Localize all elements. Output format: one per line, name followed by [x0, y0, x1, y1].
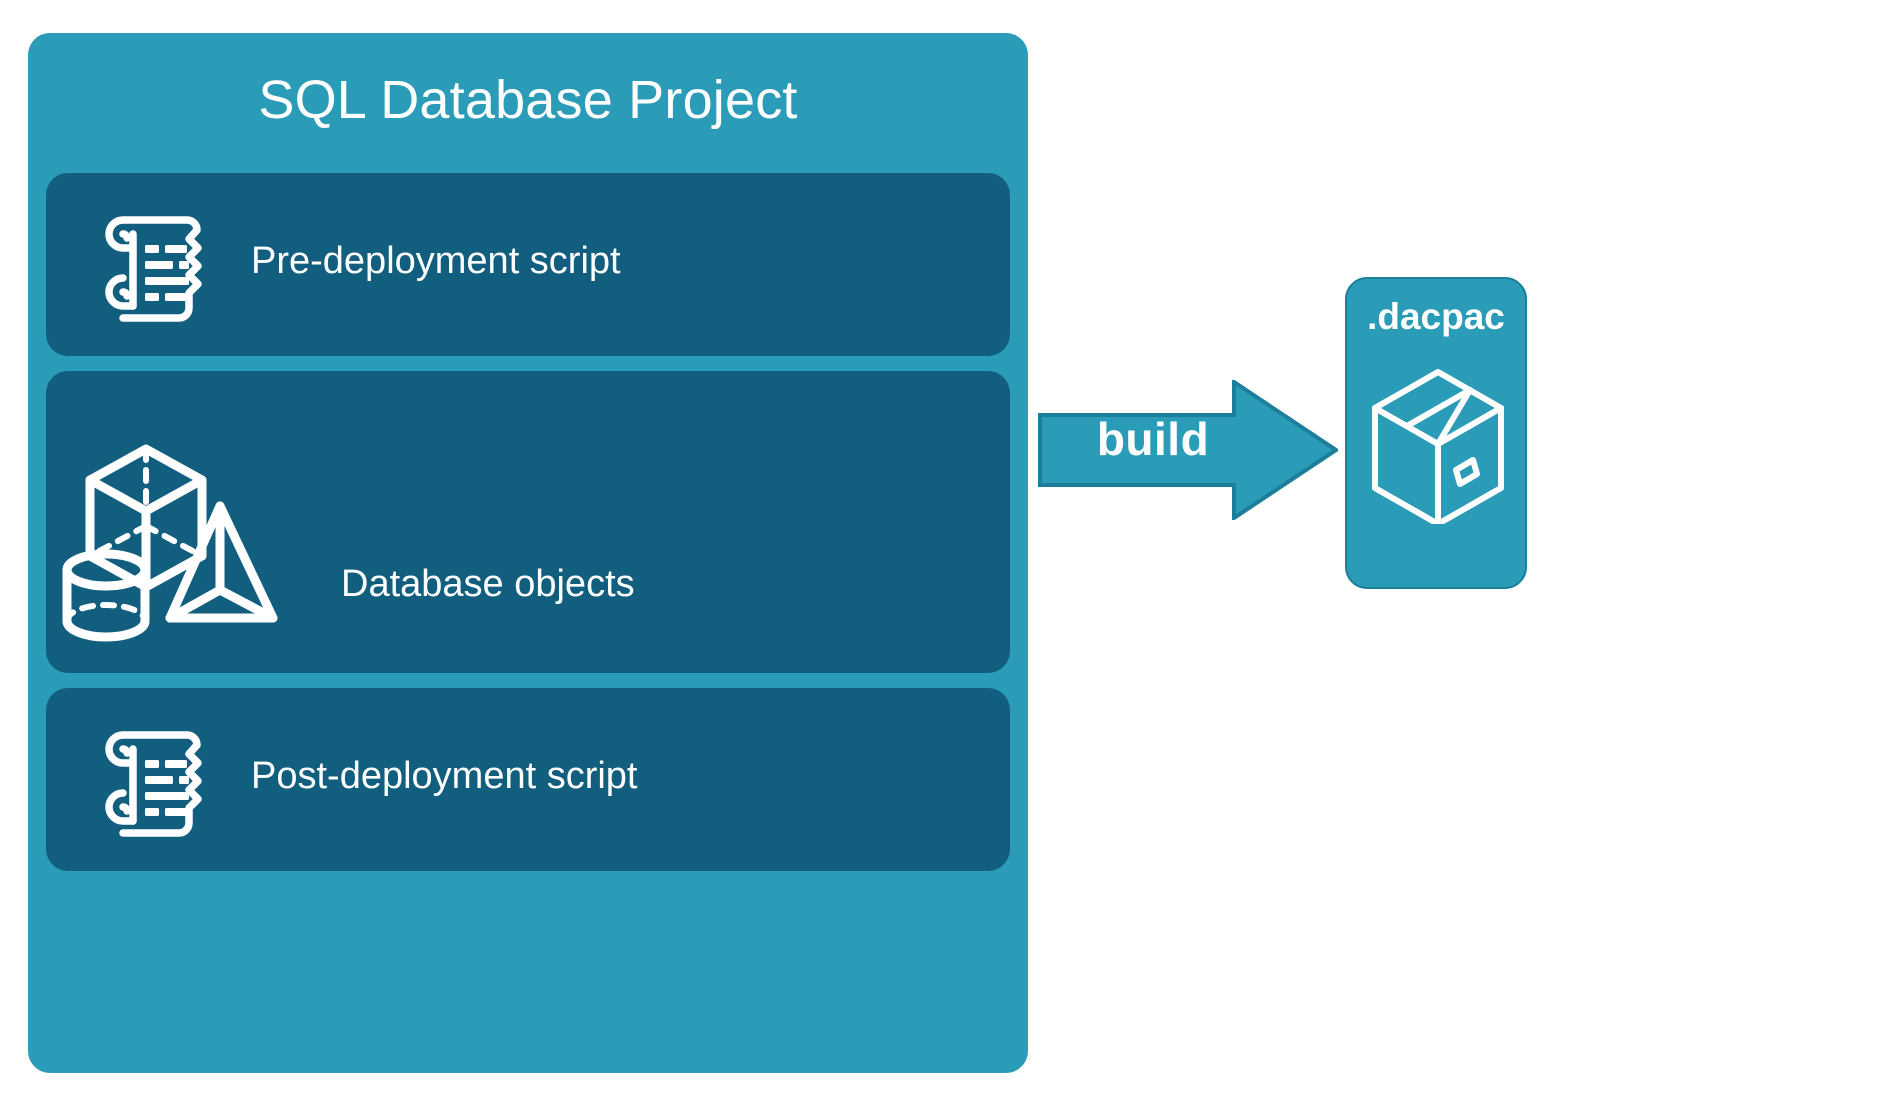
build-arrow-icon	[1038, 378, 1340, 522]
row-database-objects[interactable]: Database objects (tables, stored procs, …	[46, 371, 1010, 751]
project-title: SQL Database Project	[258, 70, 798, 130]
shapes-icon	[54, 393, 320, 649]
row-label-database-objects-line1: Database objects	[341, 563, 635, 606]
row-label-pre-deployment: Pre-deployment script	[251, 240, 621, 282]
package-box-icon	[1367, 364, 1509, 527]
build-arrow-label: build	[1096, 413, 1210, 465]
scroll-icon	[86, 201, 210, 325]
sql-database-project-container: SQL Database Project	[28, 33, 1028, 1073]
scroll-icon	[86, 716, 210, 840]
row-pre-deployment-script[interactable]: Pre-deployment script	[46, 173, 1010, 356]
row-label-post-deployment: Post-deployment script	[251, 755, 638, 797]
dacpac-title: .dacpac	[1367, 296, 1505, 337]
dacpac-output-box[interactable]: .dacpac	[1345, 277, 1527, 589]
row-post-deployment-script[interactable]: Post-deployment script	[46, 688, 1010, 871]
